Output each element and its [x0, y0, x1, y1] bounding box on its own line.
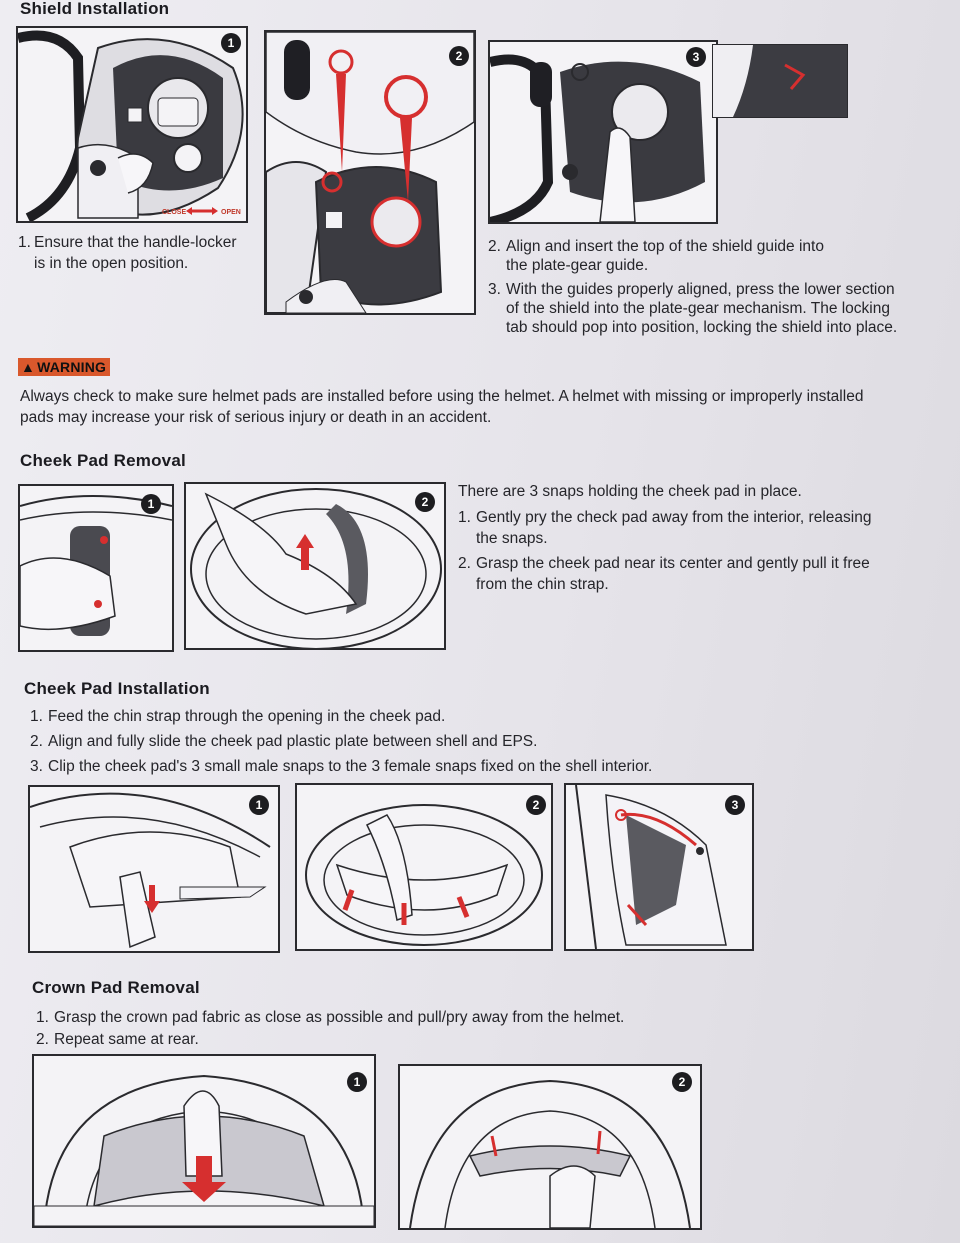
- step-text: from the chin strap.: [476, 576, 609, 593]
- step-text: tab should pop into position, locking th…: [506, 319, 898, 336]
- figure-number-badge: 3: [725, 795, 745, 815]
- step-number: 1.: [18, 234, 31, 251]
- step-number: 2.: [30, 733, 43, 750]
- step-text: Grasp the crown pad fabric as close as p…: [54, 1009, 625, 1026]
- warning-triangle-icon: ▲: [21, 359, 36, 375]
- crown-pad-removal-title: Crown Pad Removal: [32, 978, 200, 997]
- step-number: 2.: [36, 1031, 49, 1048]
- cheek-install-figure-2: 2: [295, 783, 553, 951]
- close-label: CLOSE: [162, 209, 186, 216]
- step-number: 1.: [458, 509, 471, 526]
- figure-number-badge: 1: [347, 1072, 367, 1092]
- crown-removal-figure-1: 1: [32, 1054, 376, 1228]
- figure-number-badge: 1: [249, 795, 269, 815]
- crown-removal-figure-2: 2: [398, 1064, 702, 1230]
- shield-figure-3-detail: [712, 44, 848, 118]
- shield-figure-3: 3: [488, 40, 718, 224]
- step-text: Feed the chin strap through the opening …: [48, 708, 446, 725]
- step-text: Grasp the cheek pad near its center and …: [476, 555, 870, 572]
- step-number: 1.: [36, 1009, 49, 1026]
- warning-label: WARNING: [37, 359, 107, 375]
- crown-removal-figure-1-illustration: [34, 1074, 374, 1226]
- figure-number-badge: 3: [686, 47, 706, 67]
- step-number: 2.: [488, 238, 501, 255]
- figure-number-badge: 2: [449, 46, 469, 66]
- cheek-removal-figure-1: 1: [18, 484, 174, 652]
- step-text: Clip the cheek pad's 3 small male snaps …: [48, 758, 653, 775]
- warning-text-line-2: pads may increase your risk of serious i…: [20, 409, 492, 426]
- step-number: 3.: [488, 281, 501, 298]
- cheek-install-figure-1-illustration: [30, 792, 271, 949]
- cheek-install-figure-3: 3: [564, 783, 754, 951]
- warning-badge: ▲WARNING: [18, 358, 111, 376]
- step-text: the snaps.: [476, 530, 548, 547]
- cheek-pad-installation-title: Cheek Pad Installation: [24, 679, 210, 698]
- open-label: OPEN: [221, 209, 241, 216]
- cheek-removal-figure-2: 2: [184, 482, 446, 650]
- shield-figure-3-illustration: [490, 54, 705, 222]
- cheek-install-figure-3-illustration: [575, 785, 727, 949]
- shield-figure-1-illustration: CLOSE OPEN: [18, 30, 244, 221]
- cheek-removal-figure-2-illustration: [190, 488, 442, 648]
- step-text: is in the open position.: [34, 255, 189, 272]
- step-text: Repeat same at rear.: [54, 1031, 199, 1048]
- step-text: With the guides properly aligned, press …: [506, 281, 895, 298]
- warning-text-line-1: Always check to make sure helmet pads ar…: [20, 388, 864, 405]
- shield-figure-1: CLOSE OPEN 1: [16, 26, 248, 223]
- step-text: Align and insert the top of the shield g…: [506, 238, 824, 255]
- cheek-pad-removal-title: Cheek Pad Removal: [20, 451, 186, 470]
- shield-figure-2-illustration: [266, 32, 474, 313]
- shield-detail-illustration: [713, 45, 847, 117]
- cheek-install-figure-2-illustration: [305, 804, 543, 946]
- crown-removal-figure-2-illustration: [409, 1079, 691, 1228]
- step-text: Align and fully slide the cheek pad plas…: [48, 733, 538, 750]
- step-number: 2.: [458, 555, 471, 572]
- cheek-removal-intro: There are 3 snaps holding the cheek pad …: [458, 483, 802, 500]
- figure-number-badge: 2: [672, 1072, 692, 1092]
- step-text: of the shield into the plate-gear mechan…: [506, 300, 890, 317]
- figure-number-badge: 2: [526, 795, 546, 815]
- step-text: Ensure that the handle-locker: [34, 234, 237, 251]
- shield-installation-title: Shield Installation: [20, 0, 170, 18]
- step-text: the plate-gear guide.: [506, 257, 649, 274]
- cheek-install-figure-1: 1: [28, 785, 280, 953]
- shield-figure-2: 2: [264, 30, 476, 315]
- step-number: 3.: [30, 758, 43, 775]
- step-text: Gently pry the check pad away from the i…: [476, 509, 872, 526]
- step-number: 1.: [30, 708, 43, 725]
- figure-number-badge: 1: [221, 33, 241, 53]
- figure-number-badge: 2: [415, 492, 435, 512]
- cheek-removal-figure-1-illustration: [20, 495, 172, 636]
- figure-number-badge: 1: [141, 494, 161, 514]
